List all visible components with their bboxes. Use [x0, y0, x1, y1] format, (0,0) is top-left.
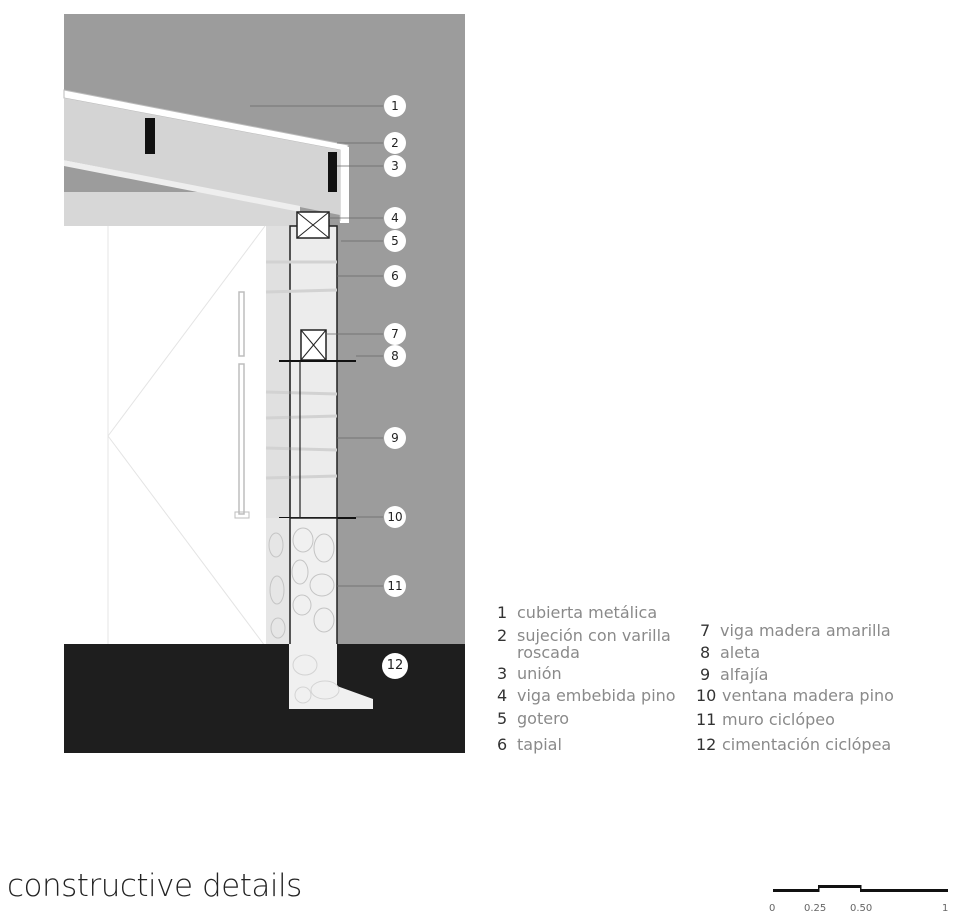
callout-9: 9: [384, 427, 406, 449]
earth-layers: [265, 260, 338, 480]
callout-11: 11: [384, 575, 406, 597]
roof-underside: [64, 160, 300, 212]
window-frame-lower: [238, 363, 245, 515]
callout-1: 1: [384, 95, 406, 117]
door-swing-2: [107, 435, 266, 647]
stones: [268, 527, 335, 639]
rammed-earth-wall: [266, 226, 290, 518]
cyclopean-foundation: [289, 644, 373, 709]
cyclopean-wall: [266, 518, 290, 646]
window-frame-upper: [238, 291, 245, 357]
roof-rafter: [64, 98, 340, 215]
roof-bolt-1: [145, 118, 155, 154]
callout-4: 4: [384, 207, 406, 229]
wall-outer: [289, 225, 338, 519]
callout-2: 2: [384, 132, 406, 154]
window-sill-foot: [234, 511, 250, 519]
callout-10: 10: [384, 506, 406, 528]
scale-bar: [773, 885, 948, 892]
callout-3: 3: [384, 155, 406, 177]
door-swing: [107, 225, 266, 437]
scale-label-1: 1: [942, 903, 949, 914]
roof-flashing: [340, 147, 349, 223]
callout-5: 5: [384, 230, 406, 252]
callout-12: 12: [382, 653, 408, 679]
leader-lines: [250, 105, 383, 587]
roof-bolt-2: [328, 152, 337, 192]
callout-8: 8: [384, 345, 406, 367]
callout-6: 6: [384, 265, 406, 287]
callout-7: 7: [384, 323, 406, 345]
scale-label-050: 0.50: [850, 903, 873, 914]
page-title: constructive details: [7, 868, 302, 904]
scale-label-0: 0: [769, 903, 776, 914]
scale-label-025: 0.25: [804, 903, 827, 914]
